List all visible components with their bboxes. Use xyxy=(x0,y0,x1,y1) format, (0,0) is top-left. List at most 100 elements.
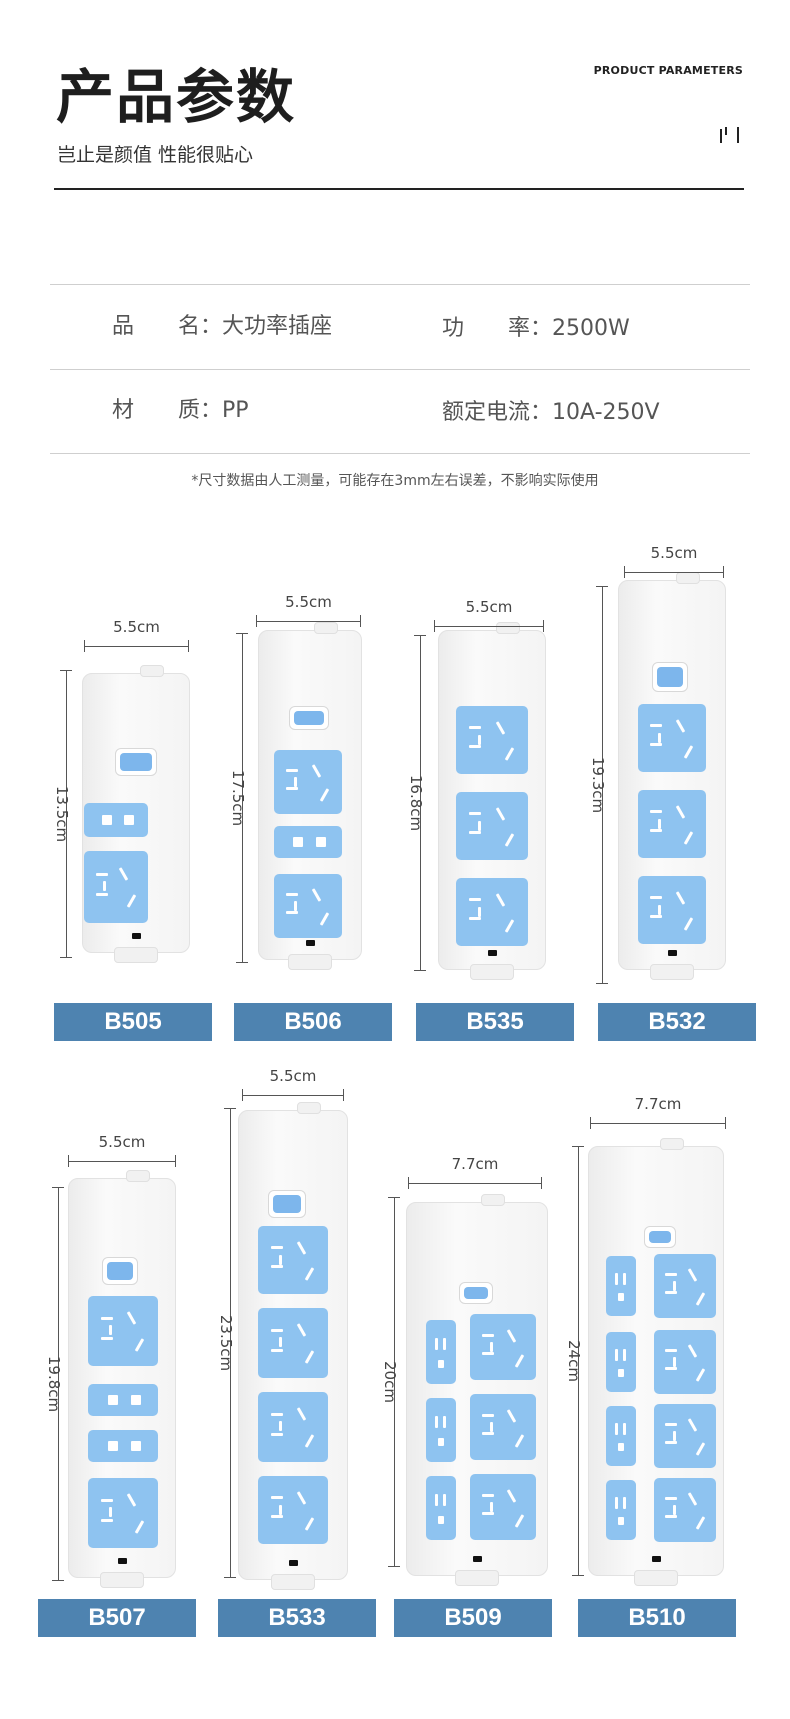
section-label: PRODUCT PARAMETERS xyxy=(593,64,743,77)
param-power-value: 2500W xyxy=(552,316,630,341)
socket-hole xyxy=(618,1517,624,1526)
socket-hole xyxy=(319,788,330,803)
five-pin-socket xyxy=(654,1254,716,1318)
socket-hole xyxy=(126,1493,137,1508)
width-label: 5.5cm xyxy=(269,1067,317,1085)
strip-hanger-tab xyxy=(314,622,338,634)
socket-hole xyxy=(126,894,137,908)
five-pin-socket xyxy=(654,1404,716,1468)
socket-hole xyxy=(286,893,299,897)
socket-hole xyxy=(665,1291,678,1295)
width-dimension: 7.7cm xyxy=(590,1095,726,1129)
socket-hole xyxy=(270,1413,283,1416)
socket-hole xyxy=(100,1518,113,1522)
socket-hole xyxy=(279,1337,282,1348)
socket-hole xyxy=(107,1441,118,1452)
socket-hole xyxy=(665,1349,678,1353)
socket-hole xyxy=(687,1492,698,1506)
five-pin-socket xyxy=(456,792,528,860)
strip-cord-tab xyxy=(271,1574,315,1590)
param-material-value: PP xyxy=(222,398,249,423)
param-divider xyxy=(50,369,750,370)
measurement-note: *尺寸数据由人工测量，可能存在3mm左右误差，不影响实际使用 xyxy=(191,473,599,489)
socket-hole xyxy=(296,1323,307,1338)
socket-hole xyxy=(293,837,304,848)
height-dimension: 23.5cm xyxy=(217,1108,236,1578)
height-dimension: 24cm xyxy=(565,1146,584,1576)
page-title: 产品参数 xyxy=(56,63,297,131)
indicator-light xyxy=(306,940,315,946)
socket-hole xyxy=(126,1311,137,1326)
width-label: 7.7cm xyxy=(634,1095,682,1113)
socket-hole xyxy=(294,776,298,787)
socket-hole xyxy=(650,724,663,728)
width-label: 7.7cm xyxy=(451,1155,499,1173)
socket-hole xyxy=(468,812,481,816)
socket-hole xyxy=(438,1515,444,1524)
five-pin-socket xyxy=(258,1392,328,1462)
socket-hole xyxy=(481,1512,494,1516)
socket-hole xyxy=(286,769,299,773)
socket-hole xyxy=(481,1352,494,1356)
socket-hole xyxy=(506,1328,516,1343)
socket-hole xyxy=(495,807,506,821)
socket-hole xyxy=(615,1496,618,1509)
height-dimension: 17.5cm xyxy=(229,633,248,963)
socket-hole xyxy=(504,832,515,847)
socket-hole xyxy=(468,745,481,749)
socket-hole xyxy=(438,1359,444,1368)
param-current-label: 额定电流： xyxy=(442,400,553,425)
socket-hole xyxy=(665,1497,678,1501)
socket-hole xyxy=(622,1272,626,1285)
two-pin-socket xyxy=(84,803,148,837)
socket-hole xyxy=(109,1325,112,1336)
socket-hole xyxy=(100,1499,113,1502)
width-dimension: 5.5cm xyxy=(68,1133,176,1167)
socket-hole xyxy=(296,1407,307,1422)
height-label: 19.3cm xyxy=(589,756,607,814)
power-switch-icon xyxy=(102,1257,138,1285)
socket-hole xyxy=(650,810,663,814)
two-pin-socket xyxy=(88,1384,158,1416)
socket-hole xyxy=(683,744,694,759)
strip-hanger-tab xyxy=(140,665,164,677)
socket-hole xyxy=(615,1272,618,1285)
socket-hole xyxy=(270,1496,283,1500)
strip-hanger-tab xyxy=(126,1170,150,1182)
width-label: 5.5cm xyxy=(650,544,698,562)
socket-hole xyxy=(107,1395,118,1406)
five-pin-socket xyxy=(274,750,342,814)
switch-knob xyxy=(657,667,683,687)
socket-hole xyxy=(270,1432,283,1436)
socket-hole xyxy=(477,820,481,831)
socket-hole xyxy=(135,1338,145,1352)
socket-hole xyxy=(622,1348,626,1361)
socket-hole xyxy=(286,787,299,791)
indicator-light xyxy=(488,950,497,956)
socket-hole xyxy=(687,1344,698,1358)
model-label: B509 xyxy=(394,1599,552,1637)
socket-hole xyxy=(650,896,663,900)
five-pin-socket xyxy=(470,1394,536,1460)
socket-hole xyxy=(311,764,322,778)
socket-hole xyxy=(270,1348,283,1352)
strip-cord-tab xyxy=(114,947,158,963)
socket-hole xyxy=(101,814,112,825)
socket-hole xyxy=(468,831,481,835)
power-switch-icon xyxy=(115,748,157,776)
switch-knob xyxy=(464,1287,488,1299)
socket-hole xyxy=(135,1520,145,1534)
socket-hole xyxy=(109,1507,112,1518)
five-pin-socket xyxy=(654,1478,716,1542)
switch-knob xyxy=(273,1195,301,1213)
model-label: B535 xyxy=(416,1003,574,1041)
socket-hole xyxy=(442,1493,446,1506)
width-dimension: 5.5cm xyxy=(84,618,189,652)
power-switch-icon xyxy=(644,1226,676,1248)
switch-knob xyxy=(107,1262,133,1280)
socket-hole xyxy=(481,1413,494,1417)
socket-hole xyxy=(506,1408,516,1423)
param-name: 品 名：大功率插座 xyxy=(112,316,332,338)
socket-hole xyxy=(650,743,663,747)
height-label: 13.5cm xyxy=(53,785,71,843)
